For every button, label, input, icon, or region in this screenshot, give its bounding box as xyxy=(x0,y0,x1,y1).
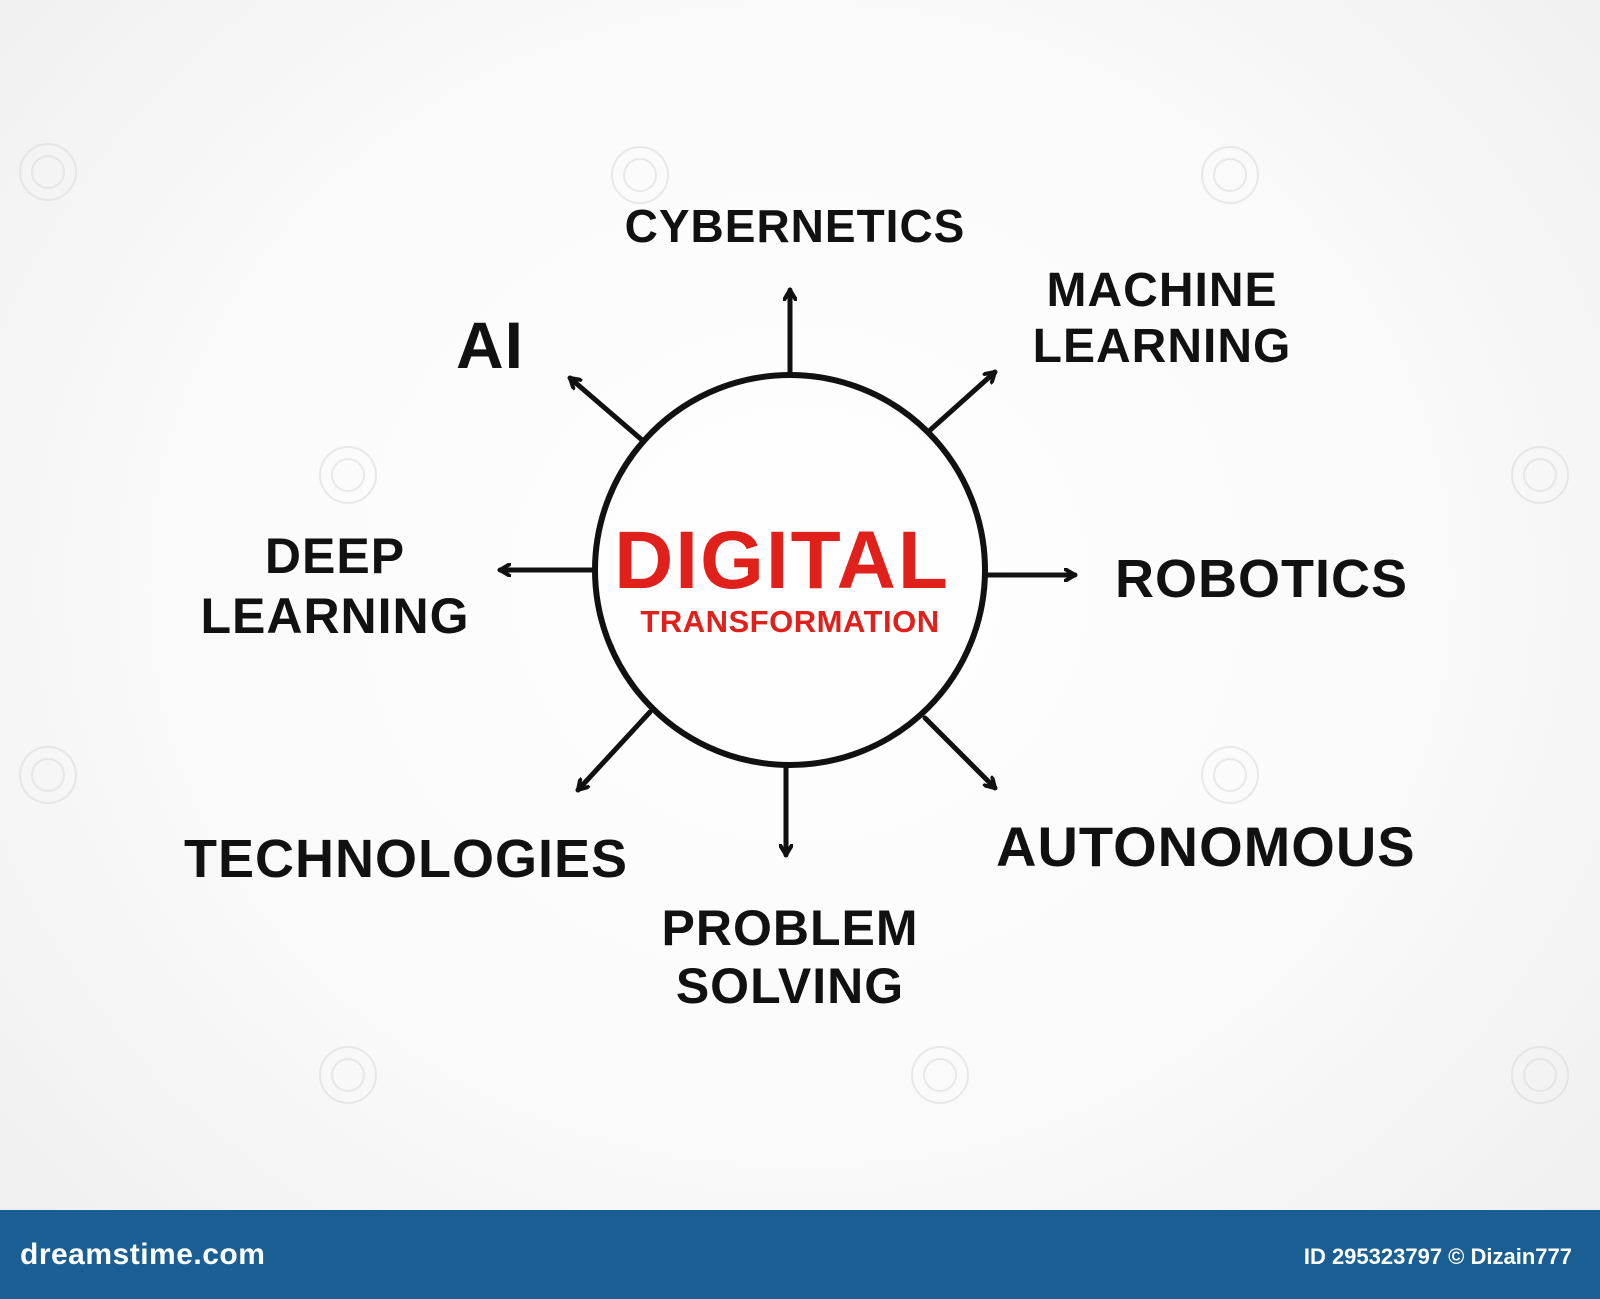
node-deep-learning-line2: LEARNING xyxy=(200,588,469,644)
node-ai: AI xyxy=(456,308,524,382)
node-problem-solving-line2: SOLVING xyxy=(676,958,904,1014)
footer-credit: ID 295323797 © Dizain777 xyxy=(1303,1244,1572,1269)
arrow-technologies xyxy=(575,709,653,793)
node-deep-learning-line1: DEEP xyxy=(265,528,405,584)
center-subtitle: TRANSFORMATION xyxy=(640,604,939,639)
arrows xyxy=(497,287,1078,858)
node-cybernetics: CYBERNETICS xyxy=(625,200,966,252)
node-machine-learning-line2: LEARNING xyxy=(1033,320,1292,373)
node-robotics: ROBOTICS xyxy=(1115,549,1408,609)
footer-brand[interactable]: dreamstime.com xyxy=(20,1238,266,1271)
arrow-machine-learning xyxy=(925,369,998,435)
arrow-autonomous xyxy=(922,715,998,791)
node-problem-solving-line1: PROBLEM xyxy=(662,900,919,956)
diagram-canvas: DIGITAL TRANSFORMATION CYBERNETICS MACHI… xyxy=(19,143,1569,1104)
arrow-ai xyxy=(567,375,645,443)
node-technologies: TECHNOLOGIES xyxy=(184,829,628,889)
node-machine-learning-line1: MACHINE xyxy=(1047,264,1278,317)
diagram-svg: DIGITAL TRANSFORMATION CYBERNETICS MACHI… xyxy=(19,143,1569,1104)
center-title: DIGITAL xyxy=(614,515,950,606)
footer-bar: dreamstime.com ID 295323797 © Dizain777 xyxy=(0,1210,1600,1299)
node-autonomous: AUTONOMOUS xyxy=(996,815,1416,878)
watermark xyxy=(19,143,1569,1104)
